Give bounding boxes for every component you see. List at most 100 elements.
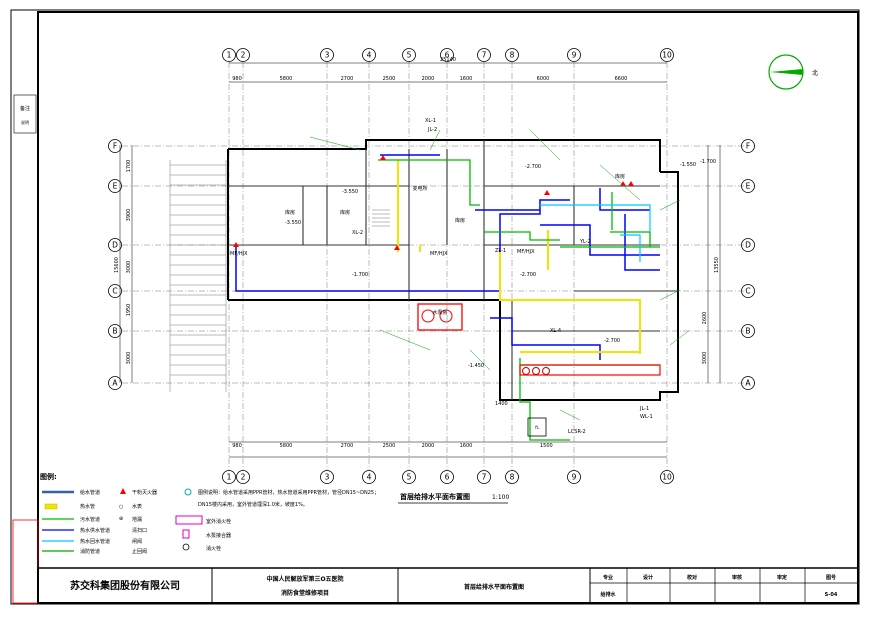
svg-text:XL-1: XL-1 [425, 118, 436, 124]
axis-column-bubble [440, 470, 454, 484]
svg-text:-2.700: -2.700 [525, 164, 541, 170]
svg-text:热水供水管道: 热水供水管道 [80, 527, 110, 534]
svg-text:2700: 2700 [341, 76, 354, 82]
axis-column-bubble [362, 470, 376, 484]
svg-text:ZL-1: ZL-1 [495, 248, 506, 254]
svg-text:-1.450: -1.450 [468, 363, 484, 369]
north-arrow: 北 [768, 54, 818, 90]
svg-text:止回阀: 止回阀 [132, 548, 147, 555]
axis-row-bubble [108, 179, 122, 193]
svg-text:-2.700: -2.700 [520, 272, 536, 278]
axis-column-bubble [402, 48, 416, 62]
svg-text:1500: 1500 [540, 443, 553, 449]
svg-text:2000: 2000 [422, 76, 435, 82]
sidebar-box [13, 94, 37, 134]
svg-text:XL-4: XL-4 [550, 328, 561, 334]
svg-text:清扫口: 清扫口 [132, 527, 147, 534]
svg-text:地漏: 地漏 [132, 516, 142, 523]
fire-elements [233, 155, 661, 376]
svg-text:-1.700: -1.700 [352, 272, 368, 278]
svg-text:2600: 2600 [702, 312, 708, 325]
svg-text:图号: 图号 [826, 574, 836, 581]
axis-column-bubble [236, 48, 250, 62]
svg-text:闸阀: 闸阀 [132, 538, 142, 545]
room-label: 水泵房 [432, 309, 447, 316]
room-label: 库房 [455, 217, 465, 224]
discipline: 给排水 [600, 591, 616, 598]
axis-row-label: B [745, 327, 750, 336]
axis-column-bubble [660, 48, 674, 62]
axis-row-label: C [112, 287, 117, 296]
svg-text:审核: 审核 [732, 574, 742, 581]
outer-frame [10, 9, 860, 605]
axis-column-label: 1 [227, 51, 232, 60]
sidebar-mark: 备注 [20, 105, 30, 112]
title-block [37, 567, 859, 604]
left-dimension-text: 1700 3900 3000 1950 3000 15600 13550 260… [114, 160, 720, 365]
axis-row-bubble [108, 376, 122, 390]
axis-column-label: 7 [482, 473, 487, 482]
building-walls [227, 139, 679, 401]
axis-column-label: 9 [572, 51, 577, 60]
legend-title: 图例: [40, 472, 57, 481]
svg-text:WL-1: WL-1 [640, 414, 653, 420]
svg-text:消火栓: 消火栓 [206, 545, 221, 552]
axis-column-bubble [477, 48, 491, 62]
svg-text:-1.700: -1.700 [700, 159, 716, 165]
axis-row-label: D [745, 241, 751, 250]
svg-text:1600: 1600 [460, 443, 473, 449]
axis-row-label: A [112, 379, 118, 388]
axis-column-label: 6 [445, 51, 450, 60]
axis-column-bubble [440, 48, 454, 62]
svg-text:1400: 1400 [495, 401, 508, 407]
svg-text:5800: 5800 [280, 443, 293, 449]
axis-column-label: 5 [407, 473, 412, 482]
water-pipes [235, 154, 660, 360]
svg-text:3000: 3000 [702, 352, 708, 365]
axis-column-label: 2 [241, 473, 246, 482]
axis-column-label: 10 [662, 473, 672, 482]
svg-text:15600: 15600 [114, 257, 120, 273]
axis-column-label: 2 [241, 51, 246, 60]
axis-column-bubble [477, 470, 491, 484]
svg-text:1700: 1700 [126, 160, 132, 173]
svg-text:5800: 5800 [280, 76, 293, 82]
top-dimension-text: 980 5800 2700 2500 2000 1600 6000 6600 [232, 76, 627, 82]
sidebar-sub: 说明 [21, 119, 29, 125]
axis-column-bubble [402, 470, 416, 484]
svg-text:图例说明：给水管道采用PPR管材，热水管道采用PPR管材，管: 图例说明：给水管道采用PPR管材，热水管道采用PPR管材，管径DN15~DN25… [198, 489, 379, 496]
project-line2: 消防食堂维修项目 [281, 589, 329, 597]
room-label: 库房 [340, 209, 350, 216]
svg-text:MF/HJX: MF/HJX [517, 249, 535, 255]
axis-column-label: 8 [510, 51, 515, 60]
drawing-scale: 1:100 [492, 494, 509, 501]
svg-text:热水管: 热水管 [80, 503, 95, 510]
axis-column-label: 10 [662, 51, 672, 60]
axis-column-bubble [320, 48, 334, 62]
project-line1: 中国人民解放军第三O五医院 [266, 575, 343, 583]
svg-text:1950: 1950 [126, 304, 132, 317]
axis-column-bubble [222, 48, 236, 62]
svg-text:⊕: ⊕ [119, 516, 123, 522]
axis-row-bubble [108, 324, 122, 338]
axis-column-label: 3 [325, 51, 330, 60]
room-label: 变电所 [412, 185, 427, 192]
axis-column-bubble [505, 48, 519, 62]
svg-text:1600: 1600 [460, 76, 473, 82]
svg-text:给水管道: 给水管道 [80, 489, 100, 496]
total-width: 25140 [440, 57, 456, 63]
inner-frame [37, 11, 859, 604]
drawing-title: 首层给排水平面布置图 [400, 492, 470, 501]
svg-text:2000: 2000 [422, 443, 435, 449]
axis-column-label: 8 [510, 473, 515, 482]
svg-text:-1.550: -1.550 [680, 162, 696, 168]
title-block-headers: 专业 设计 校对 审核 审定 图号 [603, 574, 836, 581]
axis-column-bubble [567, 470, 581, 484]
svg-text:13550: 13550 [714, 257, 720, 273]
axis-column-bubble [660, 470, 674, 484]
axis-column-bubble [222, 470, 236, 484]
axis-row-label: F [746, 142, 750, 151]
svg-text:-2.700: -2.700 [604, 338, 620, 344]
